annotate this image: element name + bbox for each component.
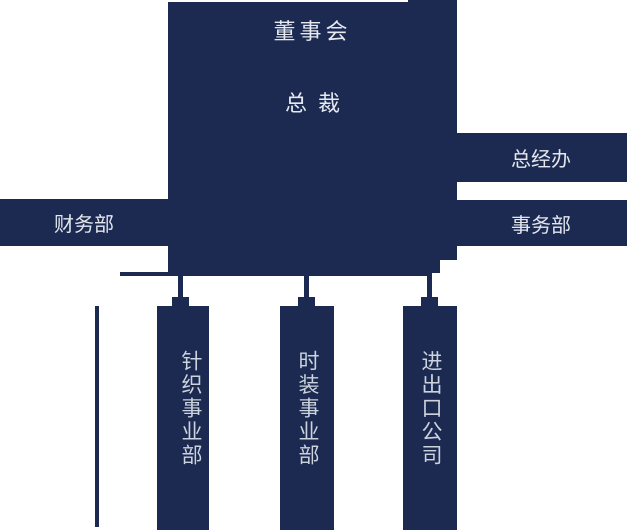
president-title: 总 裁 bbox=[284, 91, 340, 116]
dept-label-import-export: 进出口公司 bbox=[419, 350, 442, 468]
connector-nub-fashion bbox=[298, 297, 315, 307]
dept-label-knitting: 针织事业部 bbox=[179, 350, 202, 468]
dept-box-knitting: 针织事业部 bbox=[157, 306, 209, 530]
dept-box-fashion: 时装事业部 bbox=[280, 306, 334, 530]
connector-drop-fashion bbox=[304, 276, 309, 297]
gm-office-bar: 总经办 bbox=[455, 133, 627, 182]
affairs-dept-bar: 事务部 bbox=[455, 200, 627, 246]
left-guide-line bbox=[95, 306, 99, 527]
connector-nub-import-export bbox=[421, 297, 438, 307]
affairs-dept-label: 事务部 bbox=[511, 214, 571, 237]
central-box-right-extension bbox=[408, 0, 457, 260]
connector-nub-knitting bbox=[172, 297, 189, 307]
connector-horizontal-line bbox=[120, 272, 432, 276]
dept-box-import-export: 进出口公司 bbox=[403, 306, 457, 530]
connector-drop-knitting bbox=[178, 276, 183, 297]
board-title: 董事会 bbox=[273, 19, 352, 44]
central-box-main bbox=[168, 2, 440, 273]
finance-dept-label: 财务部 bbox=[54, 214, 114, 236]
connector-drop-import-export bbox=[427, 276, 432, 297]
finance-dept-bar: 财务部 bbox=[0, 199, 168, 246]
gm-office-label: 总经办 bbox=[511, 149, 571, 171]
dept-label-fashion: 时装事业部 bbox=[296, 350, 319, 468]
